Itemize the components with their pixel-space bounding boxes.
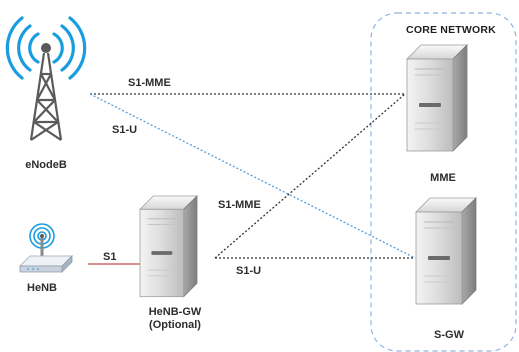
- radio-tower-icon: [5, 16, 87, 141]
- enodeb-label: eNodeB: [25, 159, 67, 171]
- link-henbgw-mme: [214, 93, 406, 259]
- sgw-label: S-GW: [434, 329, 465, 341]
- sgw-server-icon: [415, 197, 477, 305]
- henbgw-note: (Optional): [149, 319, 201, 331]
- link-label-enodeb-mme: S1-MME: [128, 77, 171, 89]
- link-label-henbgw-mme: S1-MME: [218, 199, 261, 211]
- mme-server-icon: [406, 44, 468, 152]
- henbgw-server-icon: [139, 195, 198, 298]
- core-network-label: CORE NETWORK: [406, 24, 496, 36]
- link-label-henb-henbgw: S1: [103, 251, 116, 263]
- link-label-henbgw-sgw: S1-U: [236, 265, 261, 277]
- henb-label: HeNB: [27, 282, 57, 294]
- link-label-enodeb-sgw: S1-U: [112, 124, 137, 136]
- core-network-boundary: [370, 12, 517, 352]
- small-cell-antenna-icon: [19, 223, 73, 273]
- link-enodeb-sgw: [89, 93, 416, 259]
- henbgw-label: HeNB-GW: [149, 306, 202, 318]
- mme-label: MME: [430, 172, 456, 184]
